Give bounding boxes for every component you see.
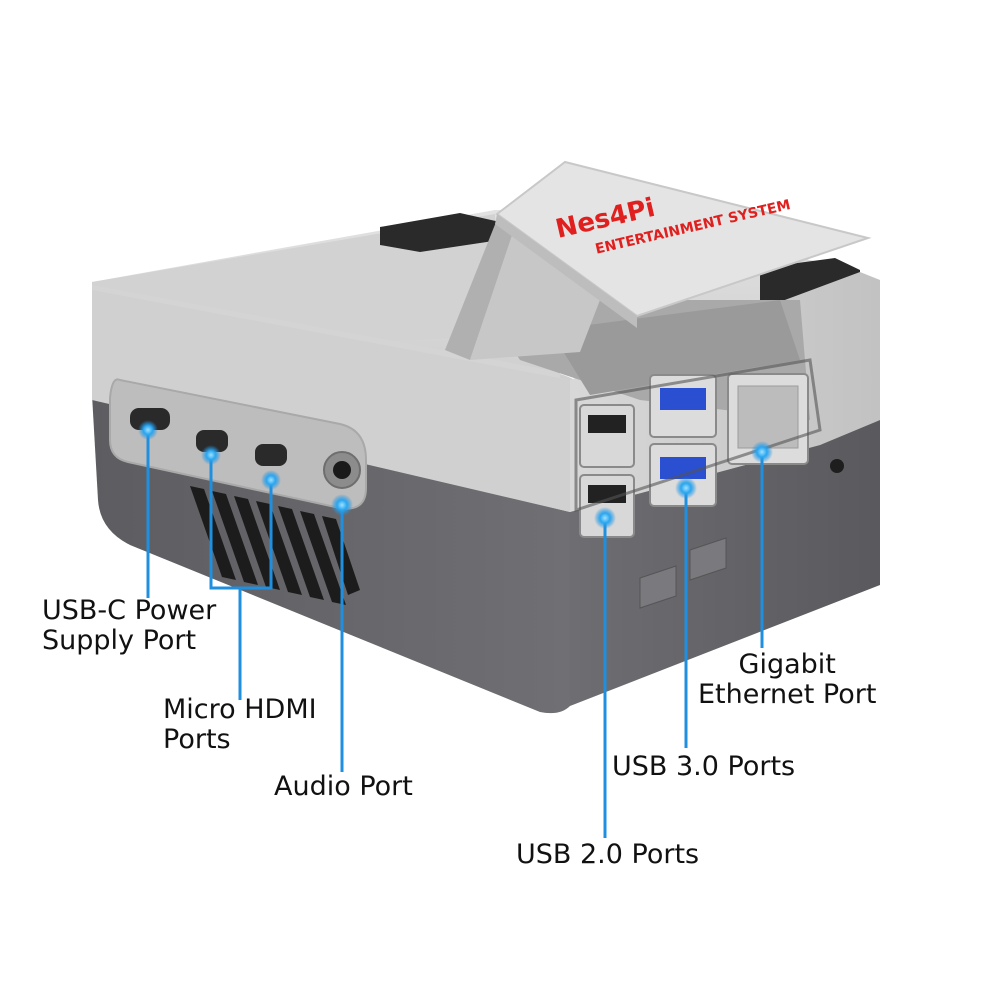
- usb2-dot: [594, 507, 616, 529]
- usb3-label-line1: USB 3.0 Ports: [612, 751, 796, 782]
- micro-hdmi-label-line1: Micro HDMI: [163, 694, 317, 725]
- usb-c-label: USB-C Power Supply Port: [42, 596, 216, 656]
- callout-dots: [138, 420, 773, 529]
- callout-lines: [146, 430, 764, 838]
- usb3-label: USB 3.0 Ports: [612, 752, 795, 782]
- case-back-stripe: [380, 213, 500, 252]
- usb2-label-line1: USB 2.0 Ports: [516, 839, 700, 870]
- ethernet-label-line1: Gigabit: [738, 649, 836, 680]
- vent-grille: [190, 486, 360, 605]
- hdmi-dot-1: [201, 445, 221, 465]
- audio-dot: [331, 494, 353, 516]
- hdmi-dot-2: [261, 470, 281, 490]
- ethernet-dot: [751, 441, 773, 463]
- case-lid: Nes4Pi ENTERTAINMENT SYSTEM: [445, 160, 872, 360]
- micro-hdmi-label: Micro HDMI Ports: [163, 695, 317, 755]
- usb-c-label-line2: Supply Port: [42, 625, 197, 656]
- micro-hdmi-label-line2: Ports: [163, 724, 231, 755]
- micro-hdmi-port-2: [255, 444, 287, 466]
- usb2-label: USB 2.0 Ports: [516, 840, 699, 870]
- usb2-ports: [579, 404, 635, 538]
- audio-label-line1: Audio Port: [274, 771, 413, 802]
- ethernet-label-line2: Ethernet Port: [698, 679, 877, 710]
- micro-hdmi-port-1: [196, 430, 228, 452]
- usb-c-dot: [138, 420, 158, 440]
- ethernet-label: Gigabit Ethernet Port: [698, 650, 876, 710]
- usb-c-label-line1: USB-C Power: [42, 595, 217, 626]
- usb3-dot: [675, 477, 697, 499]
- case-body: [92, 210, 880, 714]
- audio-label: Audio Port: [274, 772, 413, 802]
